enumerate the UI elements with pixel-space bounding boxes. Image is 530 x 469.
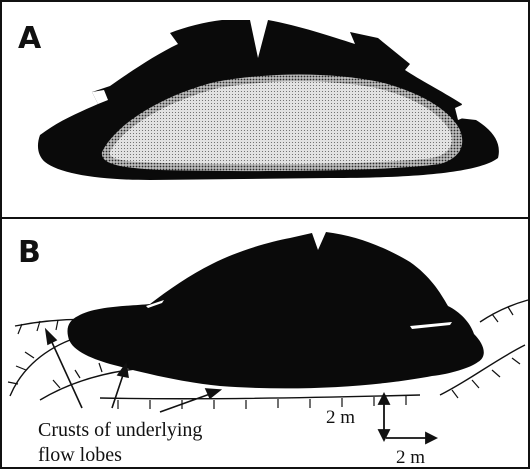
scale-label-vertical: 2 m: [326, 407, 355, 428]
panel-b-flow-lobe: [67, 232, 483, 388]
scale-arrow-right: [426, 433, 436, 443]
scale-label-horizontal: 2 m: [396, 447, 425, 468]
caption-line-2: flow lobes: [38, 444, 122, 466]
scale-bar: [379, 394, 436, 443]
panel-a-label: A: [18, 21, 42, 56]
panel-b: B: [8, 232, 528, 468]
panel-a: A: [18, 20, 499, 180]
caption-line-1: Crusts of underlying: [38, 419, 202, 441]
panel-b-label: B: [18, 235, 41, 270]
